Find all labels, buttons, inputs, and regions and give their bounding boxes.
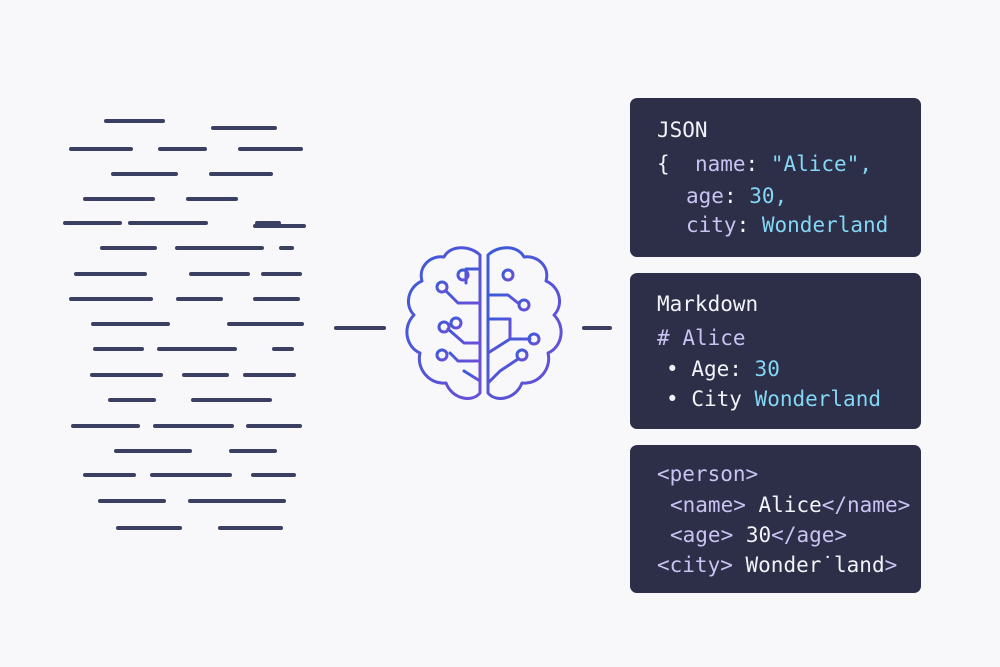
markdown-bullet-city: • City Wonderland (666, 387, 881, 411)
json-city-value: Wonderland (761, 213, 889, 237)
markdown-bullet-age: • Age: 30 (666, 357, 780, 381)
json-age-value: 30, (749, 184, 788, 208)
markdown-city-value: Wonderland (754, 387, 881, 411)
brain-circuit-icon (405, 246, 563, 400)
json-line-city: city: Wonderland (686, 213, 889, 237)
markdown-age-label: Age: (691, 357, 742, 381)
json-age-key: age (686, 184, 724, 208)
json-open-brace: { (657, 152, 670, 176)
markdown-heading-hash: # (657, 326, 670, 350)
markdown-city-label: City (691, 387, 742, 411)
json-card-title: JSON (657, 118, 708, 142)
right-connector (582, 326, 612, 330)
markdown-card-title: Markdown (657, 292, 759, 316)
xml-person-open: <person> (657, 462, 759, 486)
json-name-key: name (694, 152, 746, 176)
markdown-heading: # Alice (657, 326, 746, 350)
json-card: JSON { name: "Alice", age: 30, city: Won… (630, 98, 921, 257)
xml-age-line: <age> 30</age> (670, 523, 848, 547)
markdown-card: Markdown # Alice • Age: 30 • City Wonder… (630, 273, 921, 429)
bullet-icon: • (666, 387, 679, 411)
xml-name-line: <name> Alice</name> (670, 493, 911, 517)
bullet-icon: • (666, 357, 679, 381)
json-line-name: { name: "Alice", (657, 152, 872, 176)
markdown-age-value: 30 (754, 357, 780, 381)
json-line-age: age: 30, (686, 184, 788, 208)
unstructured-text-lines-icon (63, 119, 306, 530)
xml-city-value: Wonder˙land (745, 553, 885, 577)
json-name-value: "Alice", (770, 152, 872, 176)
xml-card: <person> <name> Alice</name> <age> 30</a… (630, 445, 921, 593)
markdown-heading-text: Alice (682, 326, 746, 350)
xml-age-value: 30 (745, 523, 772, 547)
xml-city-line: <city> Wonder˙land> (657, 553, 898, 577)
xml-name-value: Alice (758, 493, 822, 517)
left-connector (334, 326, 386, 330)
json-city-key: city (686, 213, 737, 237)
